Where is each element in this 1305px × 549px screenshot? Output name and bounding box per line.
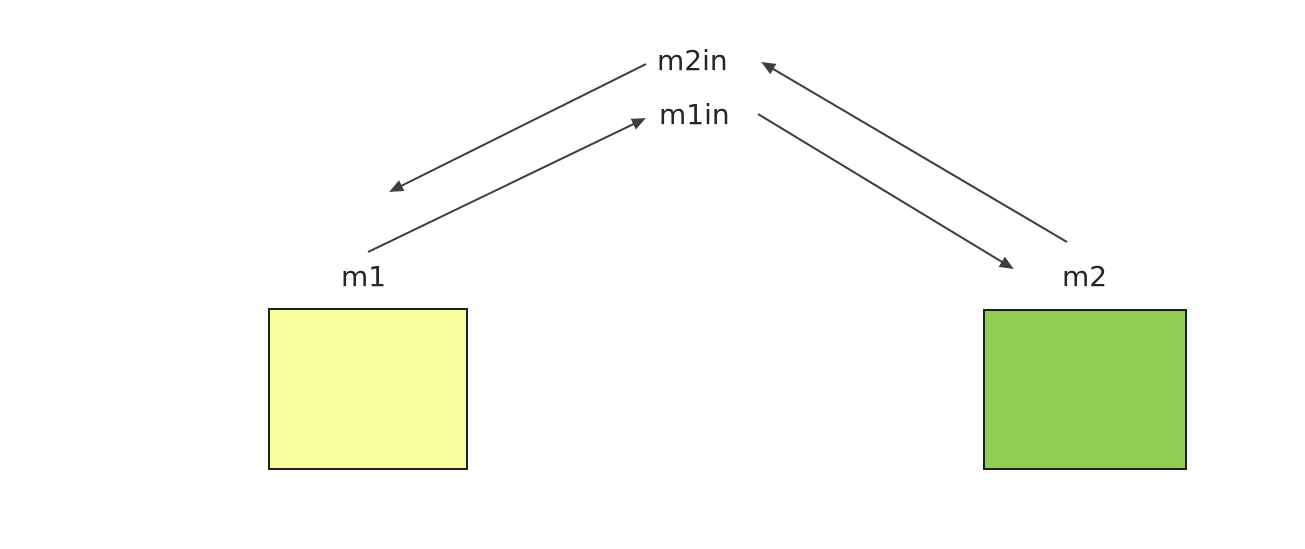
- node-m1-box: [268, 308, 468, 470]
- arrow-m2in-to-m1: [389, 63, 647, 192]
- arrow-m1-to-m1in: [367, 118, 646, 253]
- port-label-m1in: m1in: [659, 98, 730, 131]
- node-label-m1: m1: [341, 260, 387, 293]
- port-label-m2in: m2in: [657, 44, 728, 77]
- arrow-m2-to-m2in: [761, 61, 1068, 243]
- node-label-m2: m2: [1062, 260, 1108, 293]
- arrow-m1in-to-m2: [757, 113, 1014, 270]
- node-m2-box: [983, 309, 1187, 470]
